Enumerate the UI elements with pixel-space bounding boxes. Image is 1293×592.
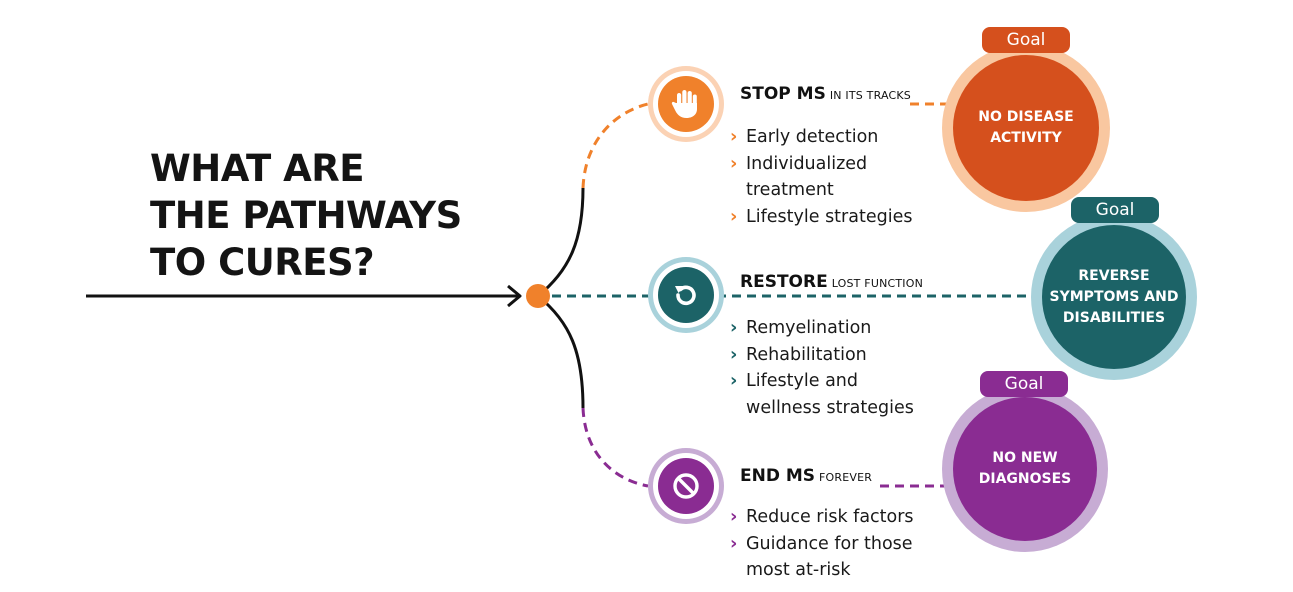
list-item: ›Rehabilitation bbox=[730, 343, 867, 365]
branch-down-dashed bbox=[581, 407, 649, 488]
prohibited-icon bbox=[673, 473, 699, 499]
title-line-1: WHAT ARE bbox=[150, 147, 365, 190]
goal-tag-stop: Goal bbox=[982, 27, 1070, 53]
list-item-continuation: wellness strategies bbox=[746, 397, 914, 418]
goal-end-line-2: DIAGNOSES bbox=[978, 471, 1072, 487]
list-item-continuation: most at-risk bbox=[746, 560, 851, 581]
branch-down-solid bbox=[537, 294, 585, 409]
restore-list: ›Remyelination ›Rehabilitation ›Lifestyl… bbox=[730, 315, 914, 421]
goal-circle-restore: REVERSE SYMPTOMS AND DISABILITIES bbox=[1031, 214, 1197, 380]
goal-tag-restore: Goal bbox=[1071, 197, 1159, 223]
goal-restore-line-3: DISABILITIES bbox=[1062, 309, 1166, 326]
goal-restore-line-1: REVERSE bbox=[1078, 267, 1150, 284]
main-arrow-head bbox=[507, 284, 522, 308]
goal-circle-end: NO NEW DIAGNOSES bbox=[942, 386, 1108, 552]
title-line-2: THE PATHWAYS bbox=[150, 194, 462, 237]
list-item: ›Early detection bbox=[730, 126, 879, 147]
stop-list: ›Early detection ›Individualized treatme… bbox=[730, 124, 912, 230]
list-item: ›Lifestyle and bbox=[730, 370, 858, 392]
list-item: ›Reduce risk factors bbox=[730, 506, 914, 527]
list-item: ›Remyelination bbox=[730, 317, 872, 338]
goal-restore-line-2: SYMPTOMS AND bbox=[1049, 288, 1179, 305]
list-item: ›Guidance for those bbox=[730, 532, 913, 554]
end-icon-badge bbox=[648, 448, 724, 524]
goal-circle-stop: NO DISEASE ACTIVITY bbox=[942, 44, 1110, 212]
title-line-3: TO CURES? bbox=[150, 241, 375, 284]
restore-icon-badge bbox=[648, 257, 724, 333]
end-title: END MS bbox=[740, 466, 816, 486]
branch-up-dashed bbox=[581, 102, 649, 189]
restore-arrow-icon bbox=[675, 285, 696, 306]
end-list: ›Reduce risk factors ›Guidance for those… bbox=[730, 504, 914, 584]
hand-icon bbox=[671, 90, 697, 118]
branch-up-solid bbox=[537, 187, 585, 298]
list-item-continuation: treatment bbox=[746, 180, 834, 201]
hub-dot bbox=[526, 284, 550, 308]
stop-subtitle: IN ITS TRACKS bbox=[829, 89, 911, 102]
restore-subtitle: LOST FUNCTION bbox=[831, 277, 924, 290]
list-item: ›Lifestyle strategies bbox=[730, 205, 913, 227]
goal-end-line-1: NO NEW bbox=[992, 450, 1058, 466]
list-item: ›Individualized bbox=[730, 152, 868, 174]
page-title: WHAT ARE THE PATHWAYS TO CURES? bbox=[150, 145, 530, 286]
stop-icon-badge bbox=[648, 66, 724, 142]
goal-tag-end: Goal bbox=[980, 371, 1068, 397]
restore-title: RESTORE bbox=[740, 272, 828, 292]
end-subtitle: FOREVER bbox=[819, 471, 873, 484]
goal-stop-line-1: NO DISEASE bbox=[978, 109, 1074, 125]
stop-title: STOP MS bbox=[740, 84, 826, 104]
goal-stop-line-2: ACTIVITY bbox=[990, 130, 1062, 146]
